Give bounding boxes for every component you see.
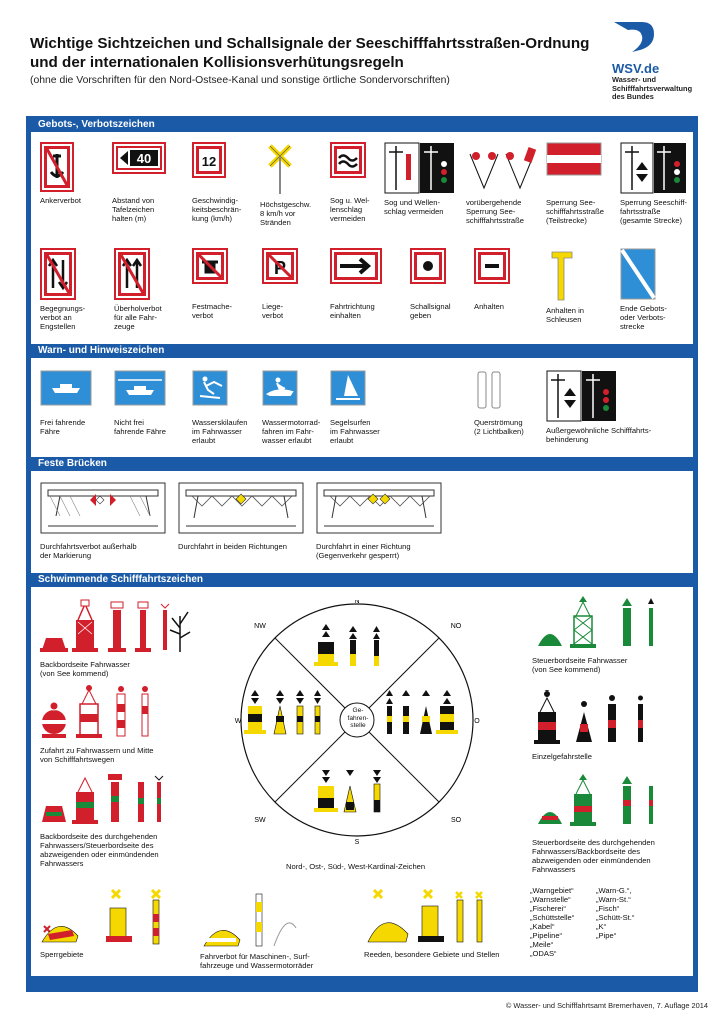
svg-text:O: O — [474, 718, 480, 725]
sign-begegnungsverbot: Begegnungs- verbot an Engstellen — [40, 248, 120, 331]
sign-faehre-frei: Frei fahrende Fähre — [40, 370, 120, 436]
sign-geschwindigkeit: 12 Geschwindig- keitsbeschrän- kung (km/… — [192, 142, 272, 223]
svg-text:NO: NO — [451, 623, 462, 630]
bridge-durchfahrtsverbot — [40, 482, 166, 534]
buoys-sperrgebiete — [41, 888, 162, 945]
sign-querstroemung: Querströmung (2 Lichtbalken) — [474, 370, 554, 436]
caption-kardinal: Nord-, Ost-, Süd-, West-Kardinal-Zeichen — [286, 862, 426, 871]
svg-text:W: W — [235, 718, 242, 725]
buoys-reeden — [367, 888, 483, 943]
sign-anhalten: Anhalten — [474, 248, 554, 311]
sign-wassermotorrad: Wassermotorrad- fahren im Fahr- wasser e… — [262, 370, 342, 445]
svg-text:40: 40 — [137, 151, 151, 166]
bridge-caption-verbot: Durchfahrtsverbot außerhalb der Markieru… — [40, 542, 137, 560]
section-header-schwimmend: Schwimmende Schifffahrtszeichen — [26, 573, 698, 587]
svg-text:SW: SW — [254, 817, 266, 824]
sign-sog: Sog u. Wel- lenschlag vermeiden — [330, 142, 410, 223]
section-header-gebote: Gebots-, Verbotszeichen — [26, 118, 698, 132]
page-title: Wichtige Sichtzeichen und Schallsignale … — [30, 35, 590, 71]
svg-text:N: N — [354, 600, 359, 605]
sign-ende-gebot: Ende Gebots- oder Verbots- strecke — [620, 248, 700, 331]
buoys-einzelgefahr — [534, 690, 643, 744]
sign-abstand: 40 Abstand von Tafelzeichen halten (m) — [112, 142, 192, 223]
sign-schallsignal: Schallsignal geben — [410, 248, 490, 320]
sign-aussergewoehnlich: Außergewöhnliche Schifffahrts- behinderu… — [546, 370, 666, 444]
buoys-maschinen — [203, 893, 297, 947]
sign-festmacheverbot: Festmache- verbot — [192, 248, 272, 320]
header: Wichtige Sichtzeichen und Schallsignale … — [30, 34, 600, 86]
caption-steuerbord: Steuerbordseite Fahrwasser (von See komm… — [532, 656, 628, 674]
svg-text:12: 12 — [202, 154, 216, 169]
bridge-beide-richtungen — [178, 482, 304, 534]
sign-sperrung-gesamt: Sperrung Seeschiff- fahrtsstraße (gesamt… — [620, 142, 700, 225]
sign-wasserski: Wasserskilaufen im Fahrwasser erlaubt — [192, 370, 272, 445]
compass-kardinal: N S W O NW NO SW SO — [235, 600, 481, 846]
sign-ankerverbot: Ankerverbot — [40, 142, 120, 205]
buoys-backbord — [40, 599, 191, 652]
caption-sperrgebiete: Sperrgebiete — [40, 950, 84, 959]
caption-reeden: Reeden, besondere Gebiete und Stellen — [364, 950, 500, 959]
caption-backbord: Backbordseite Fahrwasser (von See kommen… — [40, 660, 130, 678]
sign-anhalten-schleuse: Anhalten in Schleusen — [546, 248, 626, 324]
svg-text:S: S — [355, 839, 360, 846]
caption-zufahrt: Zufahrt zu Fahrwassern und Mitte von Sch… — [40, 746, 154, 764]
sign-sog-licht: Sog und Wellen- schlag vermeiden — [384, 142, 464, 216]
svg-text:NW: NW — [254, 623, 266, 630]
caption-backbord-durch: Backbordseite des durchgehenden Fahrwass… — [40, 832, 159, 868]
caption-gefahrenstelle: Ge- fahren- stelle — [347, 707, 369, 730]
bridge-eine-richtung — [316, 482, 442, 534]
svg-text:SO: SO — [451, 817, 462, 824]
footer-copyright: © Wasser- und Schifffahrtsamt Bremerhave… — [505, 1001, 708, 1010]
list-aufschriften-kurz: „Warn-G.“, „Warn-St.“ „Fisch“ „Schütt-St… — [596, 886, 635, 940]
section-header-warn: Warn- und Hinweiszeichen — [26, 344, 698, 358]
list-aufschriften-lang: „Warngebiet“ „Warnstelle“ „Fischerei“ „S… — [530, 886, 575, 958]
buoys-zufahrt — [42, 685, 149, 738]
page-subtitle: (ohne die Vorschriften für den Nord-Osts… — [30, 75, 450, 86]
bridge-caption-eine: Durchfahrt in einer Richtung (Gegenverke… — [316, 542, 411, 560]
bridge-caption-beide: Durchfahrt in beiden Richtungen — [178, 542, 287, 551]
sign-fahrtrichtung: Fahrtrichtung einhalten — [330, 248, 410, 320]
wsv-wave-icon — [614, 22, 654, 52]
sign-segelsurfen: Segelsurfen im Fahrwasser erlaubt — [330, 370, 410, 445]
buoys-steuerbord-durch — [538, 774, 653, 826]
buoys-steuerbord — [538, 596, 654, 648]
caption-steuerbord-durch: Steuerbordseite des durchgehenden Fahrwa… — [532, 838, 655, 874]
buoys-backbord-durch — [42, 774, 164, 824]
sign-faehre-nicht-frei: Nicht frei fahrende Fähre — [114, 370, 194, 436]
sign-ueberholverbot: Überholverbot für alle Fahr- zeuge — [114, 248, 194, 331]
caption-einzelgefahr: Einzelgefahrstelle — [532, 752, 592, 761]
sign-liegeverbot: P Liege- verbot — [262, 248, 342, 320]
sign-hoechstgeschw: Höchstgeschw. 8 km/h vor Stränden — [260, 142, 340, 227]
sign-sperrung-teil: Sperrung See- schifffahrtsstraße (Teilst… — [546, 142, 626, 225]
sign-voruebergehend: vorübergehende Sperrung See- schifffahrt… — [466, 142, 546, 225]
caption-maschinen: Fahrverbot für Maschinen-, Surf- fahrzeu… — [200, 952, 314, 970]
section-header-bruecken: Feste Brücken — [26, 457, 698, 471]
